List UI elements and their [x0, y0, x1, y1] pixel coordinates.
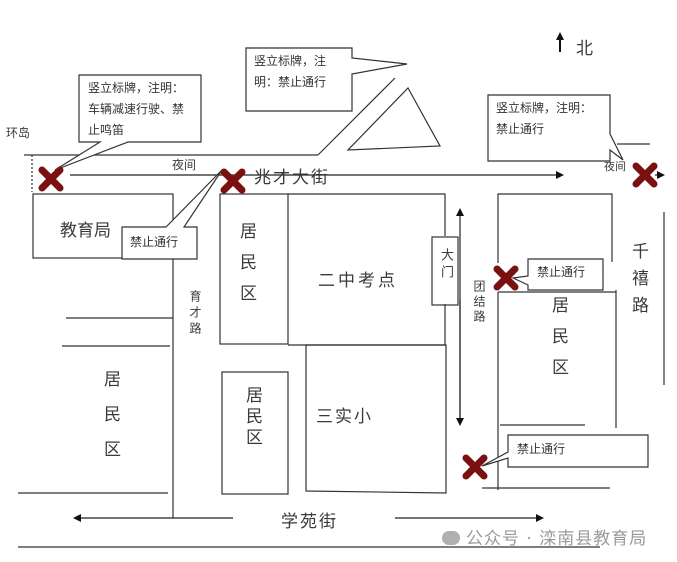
- roundabout-label: 环岛: [6, 126, 31, 140]
- road-closure-marker: [493, 265, 519, 291]
- callout-tuanjie-north-no-entry: 禁止通行: [537, 265, 586, 279]
- road-closure-marker: [632, 162, 658, 188]
- yucai-road-label: 育才路: [188, 290, 202, 338]
- education-bureau-label: 教育局: [60, 221, 111, 241]
- callout-tuanjie-south-no-entry: 禁止通行: [517, 442, 566, 456]
- callout-slow-down: 竖立标牌，注明： 车辆减速行驶、禁 止鸣笛: [88, 81, 185, 137]
- callout-right-no-entry: 竖立标牌，注明： 禁止通行: [496, 101, 593, 136]
- residential-label: 居民区: [242, 386, 262, 449]
- watermark: 公众号 · 滦南县教育局: [442, 524, 647, 549]
- residential-label: 居民区: [100, 370, 120, 475]
- exam-site-label: 二中考点: [318, 271, 398, 291]
- qianxi-road-label: 千禧路: [628, 242, 648, 323]
- main-street-label: 兆才大街: [254, 168, 330, 188]
- north-label: 北: [576, 39, 593, 59]
- night-label: 夜间: [172, 158, 197, 172]
- tuanjie-road-label: 团结路: [472, 280, 486, 325]
- road-closure-marker: [38, 166, 64, 192]
- wechat-icon: [442, 531, 460, 545]
- residential-label: 居民区: [236, 222, 256, 315]
- gate-label: 大门: [438, 248, 453, 282]
- callout-top-no-entry: 竖立标牌，注 明：禁止通行: [254, 54, 327, 89]
- residential-label: 居民区: [548, 296, 568, 389]
- callout-yucai-no-entry: 禁止通行: [130, 235, 179, 249]
- road-closure-marker: [220, 168, 246, 194]
- xueyuan-street-label: 学苑街: [281, 512, 338, 532]
- school-label: 三实小: [316, 407, 373, 427]
- road-closure-marker: [462, 454, 488, 480]
- night-label: 夜间: [604, 160, 626, 173]
